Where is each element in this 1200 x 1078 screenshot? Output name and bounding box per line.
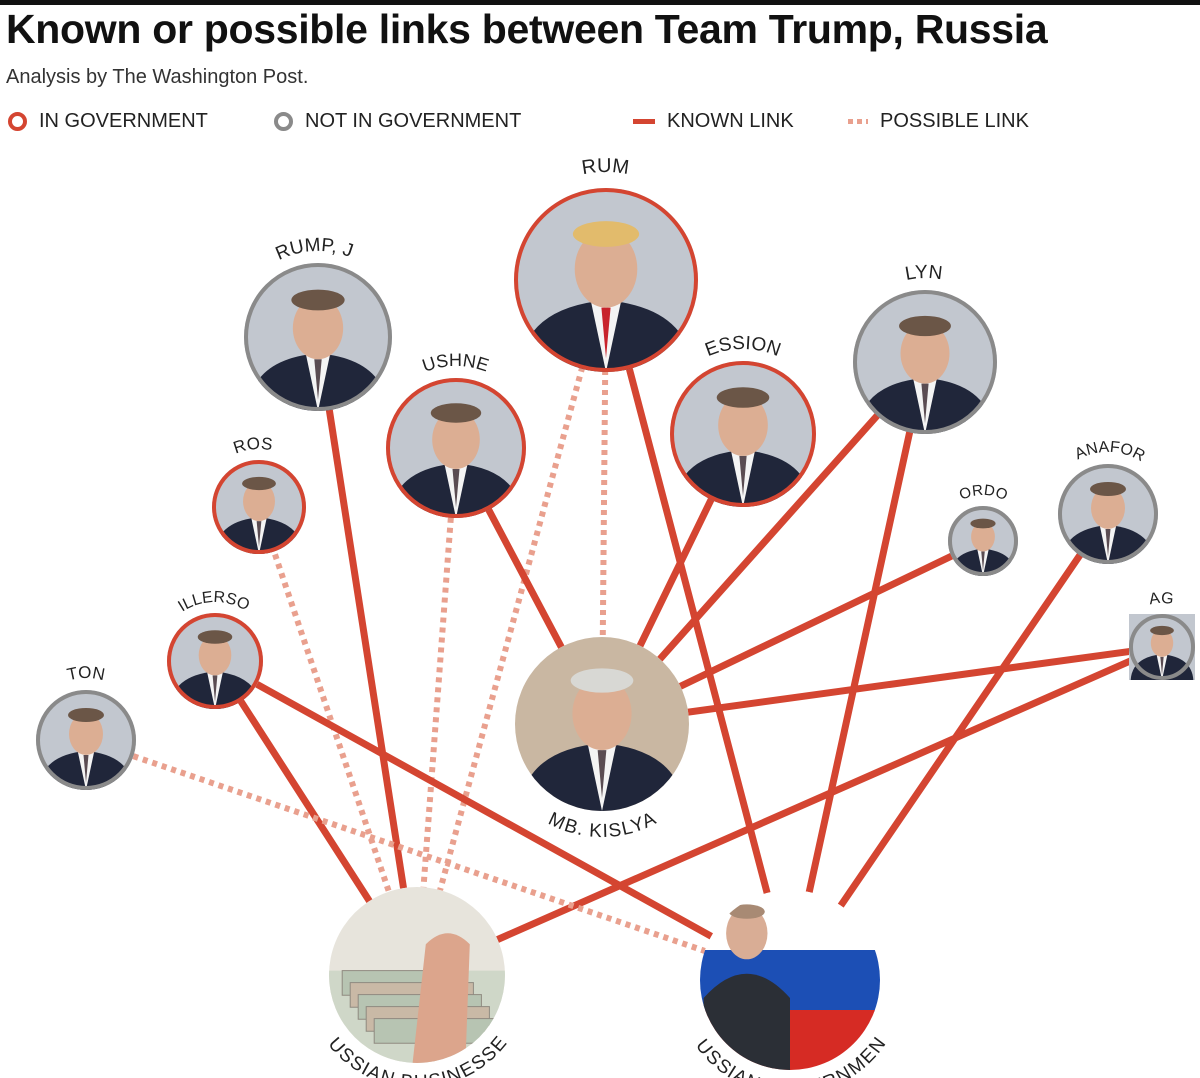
link-trump_jr-russian_businesses-known: [314, 333, 421, 979]
tillerson-ring: [167, 613, 263, 709]
node-label-ross: ROSS: [0, 0, 274, 457]
link-tillerson-russian_government-known: [211, 657, 794, 984]
top-rule: [0, 0, 1200, 5]
node-label-stone: STONE: [0, 0, 106, 684]
link-stone-russian_government-possible: [85, 737, 791, 983]
node-trump_jr: TRUMP, JR.: [0, 0, 392, 411]
kushner-ring: [386, 378, 526, 518]
node-label-kushner: KUSHNER: [0, 0, 491, 376]
ross-ring: [212, 460, 306, 554]
trump-ring: [514, 188, 698, 372]
legend-known-link: KNOWN LINK: [633, 104, 794, 138]
legend-not-in-government: NOT IN GOVERNMENT: [274, 104, 521, 138]
link-trump-russian_government-known: [602, 276, 794, 984]
legend-label: KNOWN LINK: [667, 109, 794, 132]
russian_businesses-photo: [329, 887, 505, 1063]
legend-possible-link: POSSIBLE LINK: [848, 104, 1029, 138]
kislyak-photo: [515, 637, 689, 811]
flynn-ring: [853, 290, 997, 434]
page-title: Known or possible links between Team Tru…: [6, 6, 1048, 52]
gordon-ring: [948, 506, 1018, 576]
page-ring: [1129, 614, 1195, 680]
link-trump-russian_businesses-possible: [414, 279, 609, 976]
node-label-trump: TRUMP: [0, 0, 630, 179]
trump-photo: [514, 188, 698, 372]
link-manafort-russian_government-known: [786, 510, 1112, 984]
link-page-russian_businesses-known: [413, 643, 1166, 979]
node-stone: STONE: [0, 0, 136, 790]
sessions-ring: [670, 361, 816, 507]
node-ross: ROSS: [0, 0, 306, 554]
legend-label: NOT IN GOVERNMENT: [305, 109, 522, 132]
link-page-kislyak-known: [598, 643, 1166, 728]
sessions-photo: [670, 361, 816, 507]
manafort-ring: [1058, 464, 1158, 564]
dotted-line-icon: [848, 118, 868, 124]
legend: IN GOVERNMENT NOT IN GOVERNMENT KNOWN LI…: [0, 104, 1200, 138]
kushner-photo: [386, 378, 526, 518]
stone-ring: [36, 690, 136, 790]
node-label-trump_jr: TRUMP, JR.: [0, 0, 356, 265]
link-kushner-russian_businesses-possible: [414, 447, 459, 976]
node-flynn: FLYNN: [0, 0, 997, 434]
in-government-circle-icon: [8, 111, 27, 131]
flynn-photo: [853, 290, 997, 434]
legend-label: POSSIBLE LINK: [880, 109, 1029, 132]
trump_jr-photo: [244, 263, 392, 411]
page-subtitle: Analysis by The Washington Post.: [6, 66, 309, 88]
node-label-flynn: FLYNN: [0, 0, 944, 285]
legend-in-government: IN GOVERNMENT: [8, 104, 208, 138]
link-flynn-russian_government-known: [786, 358, 929, 984]
node-tillerson: TILLERSON: [0, 0, 263, 709]
not-in-government-circle-icon: [274, 111, 293, 131]
legend-label: IN GOVERNMENT: [39, 109, 208, 132]
russian_government-photo: [700, 890, 880, 1070]
trump_jr-ring: [244, 263, 392, 411]
solid-line-icon: [633, 118, 655, 124]
node-label-tillerson: TILLERSON: [0, 0, 252, 615]
